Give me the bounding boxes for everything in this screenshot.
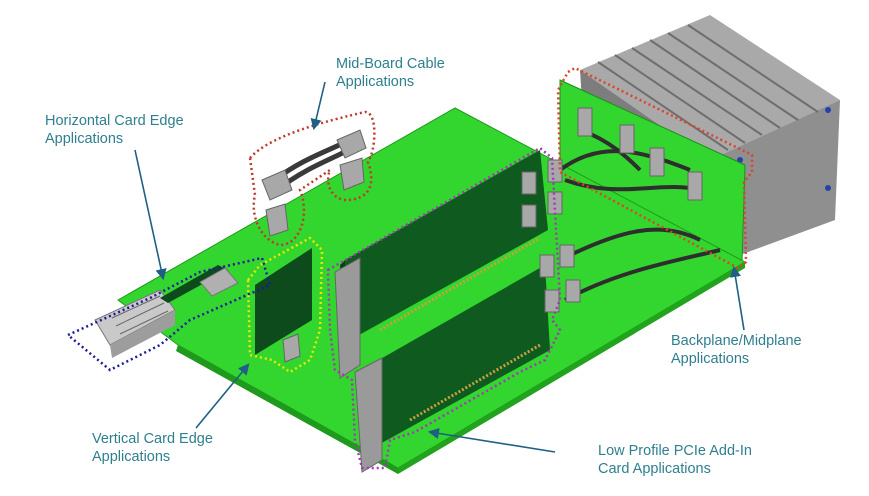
- backplane-midplane-label: Backplane/Midplane Applications: [671, 332, 802, 368]
- horizontal-label-line1: Horizontal Card Edge: [45, 113, 184, 129]
- vertical-label-line2: Applications: [92, 449, 171, 465]
- midboard-cable-assembly: [261, 129, 367, 237]
- lowprofile-pcie-outline: [326, 146, 562, 470]
- leader-vertical: [195, 363, 250, 429]
- vertical-card-edge-outline: [246, 236, 324, 374]
- midboard-label-line2: Applications: [336, 74, 415, 90]
- midboard-label-line1: Mid-Board Cable: [336, 56, 445, 72]
- backplane-cables: [558, 128, 721, 302]
- leader-horizontal: [134, 149, 167, 281]
- lowprofile-label-line1: Low Profile PCIe Add-In: [598, 443, 752, 459]
- horizontal-label-line2: Applications: [45, 131, 124, 147]
- backplane-label-line1: Backplane/Midplane: [671, 333, 802, 349]
- horizontal-card-edge-label: Horizontal Card Edge Applications: [45, 112, 184, 148]
- midboard-cable-label: Mid-Board Cable Applications: [336, 55, 445, 91]
- pcie-brackets: [334, 257, 383, 473]
- vertical-card: [255, 248, 312, 355]
- pcie-card-lower: [370, 265, 550, 445]
- lowprofile-label-line2: Card Applications: [598, 461, 711, 477]
- leader-midboard: [310, 81, 326, 131]
- backplane-outline: [556, 66, 754, 270]
- midboard-cable-outline: [248, 110, 376, 247]
- leader-lowprofile: [427, 427, 556, 453]
- horizontal-card-edge-outline: [65, 256, 272, 372]
- leader-backplane: [729, 265, 745, 331]
- vertical-card-connector: [282, 333, 301, 363]
- backplane-label-line2: Applications: [671, 351, 750, 367]
- vertical-label-line1: Vertical Card Edge: [92, 431, 213, 447]
- lowprofile-pcie-label: Low Profile PCIe Add-In Card Application…: [598, 442, 752, 478]
- vertical-card-edge-label: Vertical Card Edge Applications: [92, 430, 213, 466]
- cable-connectors: [521, 107, 703, 313]
- horizontal-card-edge-module: [94, 265, 239, 358]
